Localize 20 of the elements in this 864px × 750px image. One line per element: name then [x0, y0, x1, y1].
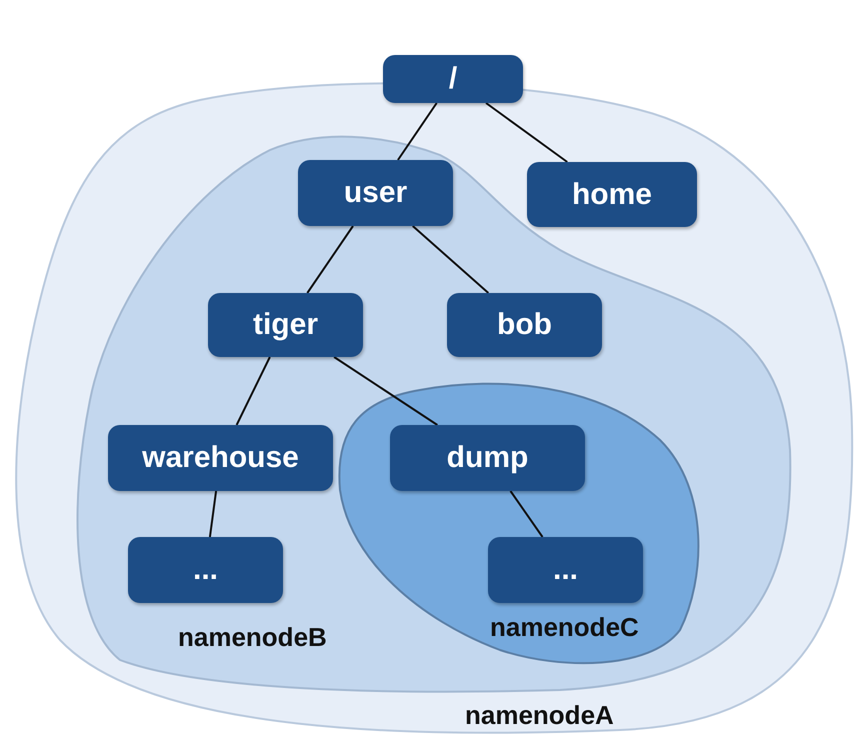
- connector-line: [412, 225, 490, 294]
- directory-box: ...: [488, 537, 643, 603]
- region-label: namenodeA: [465, 700, 614, 731]
- connector-line: [397, 102, 438, 161]
- directory-box: /: [383, 55, 523, 103]
- directory-box: warehouse: [108, 425, 333, 491]
- directory-box: dump: [390, 425, 585, 491]
- directory-box: bob: [447, 293, 602, 357]
- connector-line: [485, 102, 568, 163]
- directory-box: user: [298, 160, 453, 226]
- connector-line: [306, 225, 354, 294]
- region-label: namenodeC: [490, 612, 639, 643]
- connector-line: [236, 356, 271, 426]
- directory-box: tiger: [208, 293, 363, 357]
- directory-box: ...: [128, 537, 283, 603]
- connector-line: [334, 356, 438, 426]
- region-label: namenodeB: [178, 622, 327, 653]
- directory-box: home: [527, 162, 697, 227]
- connector-line: [510, 490, 544, 538]
- connector-line: [208, 490, 218, 538]
